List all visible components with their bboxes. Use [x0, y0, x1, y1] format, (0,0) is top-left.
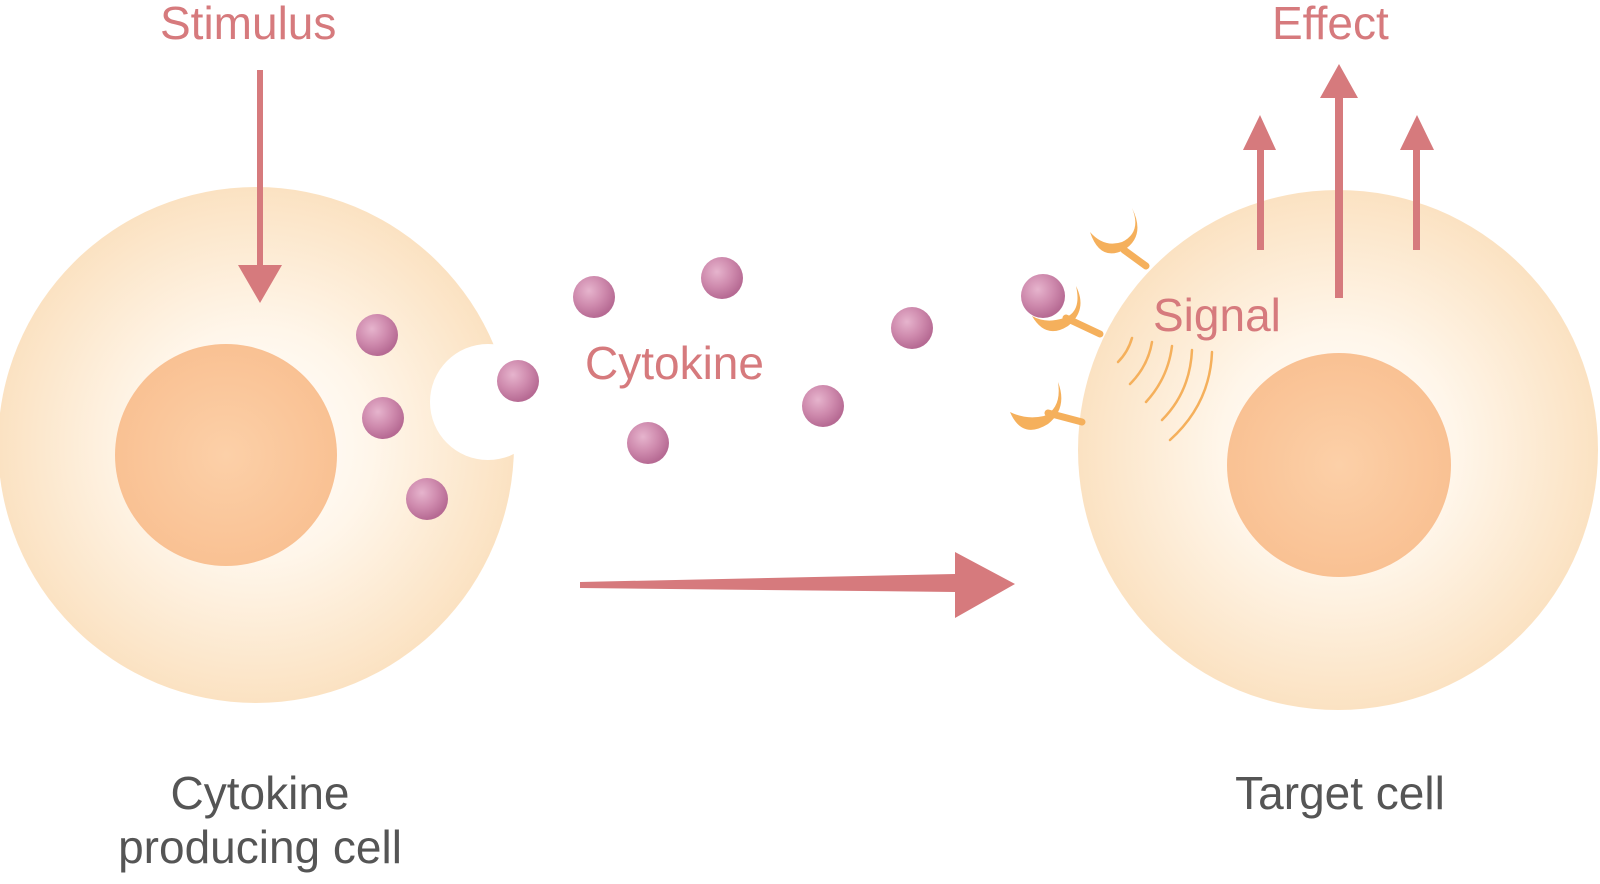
- signal-waves: [1116, 336, 1214, 442]
- cytokine-particle: [356, 314, 398, 356]
- cytokine-particle: [627, 422, 669, 464]
- cytokine-particles: [356, 257, 933, 520]
- effect-arrow-center: [1320, 64, 1358, 298]
- cytokine-particle: [497, 360, 539, 402]
- target-cell: [1078, 190, 1598, 710]
- effect-label: Effect: [1272, 0, 1389, 49]
- signal-label: Signal: [1153, 289, 1281, 341]
- receptor-bottom: [1010, 382, 1086, 430]
- cytokine-particle: [701, 257, 743, 299]
- cytokine-particle: [406, 478, 448, 520]
- cytokine-particle: [891, 307, 933, 349]
- bound-cytokine-particle: [1021, 274, 1065, 318]
- effect-arrows: [1243, 64, 1434, 298]
- producing-cell-label: Cytokine producing cell: [70, 766, 450, 874]
- cytokine-particle: [362, 397, 404, 439]
- receptors: [1010, 208, 1150, 430]
- target-cell-nucleus: [1227, 353, 1451, 577]
- stimulus-arrow: [238, 70, 282, 303]
- stimulus-label: Stimulus: [160, 0, 337, 49]
- cytokine-label: Cytokine: [585, 337, 764, 389]
- transfer-arrow: [580, 552, 1015, 618]
- receptor-middle: [1032, 286, 1104, 338]
- producing-cell-label-line1: Cytokine: [170, 767, 350, 819]
- target-cell-label: Target cell: [1235, 767, 1445, 819]
- cytokine-particle: [802, 385, 844, 427]
- cytokine-particle: [573, 276, 615, 318]
- receptor-top: [1090, 208, 1150, 270]
- producing-cell-label-line2: producing cell: [118, 821, 402, 873]
- effect-arrow-left: [1243, 115, 1276, 250]
- effect-arrow-right: [1400, 115, 1434, 250]
- producing-cell-nucleus: [115, 344, 337, 566]
